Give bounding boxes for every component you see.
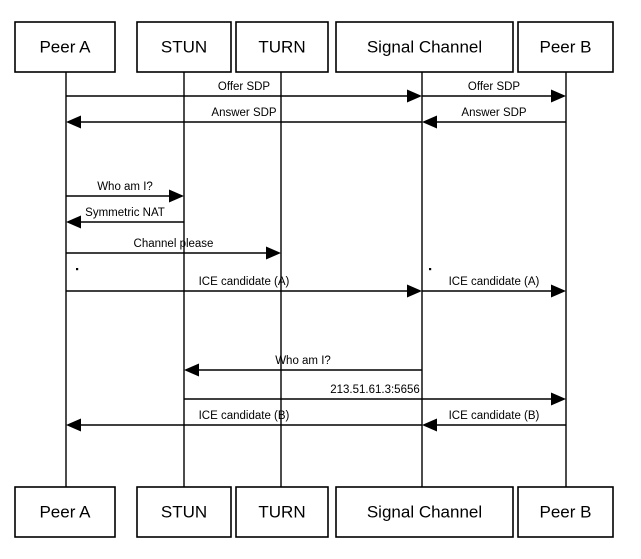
participant-box-frame	[136, 486, 232, 538]
message-arrowhead	[422, 115, 437, 129]
message-public-address[interactable]: 213.51.61.3:5656	[184, 384, 566, 406]
participant-label: TURN	[258, 37, 305, 56]
participant-box-frame	[517, 486, 614, 538]
message-arrowhead	[266, 246, 281, 260]
message-label: ICE candidate (B)	[449, 410, 540, 422]
message-offer-sdp-signal-to-b[interactable]: Offer SDP	[422, 81, 566, 103]
participant-label: STUN	[161, 37, 207, 56]
message-ice-candidate-a-signal[interactable]: ICE candidate (A)	[66, 276, 422, 298]
message-ice-candidate-b-peera[interactable]: ICE candidate (B)	[66, 410, 422, 432]
participant-box-peerA-header[interactable]: Peer A	[14, 21, 116, 73]
participant-label: Peer B	[540, 502, 592, 521]
message-arrowhead	[66, 418, 81, 432]
dot-markers-group	[76, 268, 432, 271]
participant-box-signal-footer[interactable]: Signal Channel	[335, 486, 514, 538]
message-ice-candidate-b-signal[interactable]: ICE candidate (B)	[422, 410, 566, 432]
participant-box-frame	[235, 486, 329, 538]
message-label: Channel please	[134, 238, 214, 250]
message-arrowhead	[169, 189, 184, 203]
message-label: Who am I?	[97, 181, 153, 193]
message-arrowhead	[66, 215, 81, 229]
messages-group: Offer SDP Offer SDP Answer SDP Answer SDP Wh…	[66, 81, 566, 432]
participant-box-turn-footer[interactable]: TURN	[235, 486, 329, 538]
participant-label: STUN	[161, 502, 207, 521]
lifeline-lines-group	[65, 72, 567, 487]
participant-box-frame	[14, 21, 116, 73]
message-arrowhead	[551, 284, 566, 298]
message-who-am-i-a-to-stun[interactable]: Who am I?	[66, 181, 184, 203]
message-arrowhead	[422, 418, 437, 432]
message-arrowhead	[66, 115, 81, 129]
message-ice-candidate-a-peerb[interactable]: ICE candidate (A)	[422, 276, 566, 298]
message-label: Offer SDP	[468, 81, 521, 93]
participant-box-peerA-footer[interactable]: Peer A	[14, 486, 116, 538]
message-label: 213.51.61.3:5656	[330, 384, 420, 396]
dot-marker-dot-left	[76, 268, 79, 271]
participant-label: Peer A	[39, 502, 91, 521]
participant-label: Peer A	[39, 37, 91, 56]
participant-box-stun-header[interactable]: STUN	[136, 21, 232, 73]
footer-participant-boxes: Peer A STUN TURN Signal Channel Peer B	[14, 486, 614, 538]
message-arrowhead	[551, 89, 566, 103]
participant-box-frame	[335, 486, 514, 538]
participant-box-frame	[136, 21, 232, 73]
message-label: Answer SDP	[461, 107, 527, 119]
message-label: Offer SDP	[218, 81, 271, 93]
participant-label: Signal Channel	[367, 502, 482, 521]
message-label: Symmetric NAT	[85, 207, 165, 219]
message-channel-please[interactable]: Channel please	[66, 238, 281, 260]
message-symmetric-nat[interactable]: Symmetric NAT	[66, 207, 184, 229]
participant-label: Signal Channel	[367, 37, 482, 56]
participant-box-frame	[14, 486, 116, 538]
participant-label: Peer B	[540, 37, 592, 56]
message-arrowhead	[407, 284, 422, 298]
message-answer-sdp-b-to-signal[interactable]: Answer SDP	[422, 107, 566, 129]
message-arrowhead	[407, 89, 422, 103]
message-label: ICE candidate (B)	[199, 410, 290, 422]
participant-box-stun-footer[interactable]: STUN	[136, 486, 232, 538]
message-label: Who am I?	[275, 355, 331, 367]
participant-box-frame	[235, 21, 329, 73]
message-who-am-i-signal-to-stun[interactable]: Who am I?	[184, 355, 422, 377]
message-arrowhead	[184, 363, 199, 377]
participant-label: TURN	[258, 502, 305, 521]
participant-box-turn-header[interactable]: TURN	[235, 21, 329, 73]
participant-box-signal-header[interactable]: Signal Channel	[335, 21, 514, 73]
participant-box-frame	[517, 21, 614, 73]
message-label: Answer SDP	[211, 107, 277, 119]
participant-box-frame	[335, 21, 514, 73]
dot-marker-dot-right	[429, 268, 432, 271]
message-label: ICE candidate (A)	[199, 276, 290, 288]
header-participant-boxes: Peer A STUN TURN Signal Channel Peer B	[14, 21, 614, 73]
message-offer-sdp-a-to-signal[interactable]: Offer SDP	[66, 81, 422, 103]
message-arrowhead	[551, 392, 566, 406]
participant-box-peerB-footer[interactable]: Peer B	[517, 486, 614, 538]
message-answer-sdp-signal-to-a[interactable]: Answer SDP	[66, 107, 422, 129]
participant-box-peerB-header[interactable]: Peer B	[517, 21, 614, 73]
message-label: ICE candidate (A)	[449, 276, 540, 288]
